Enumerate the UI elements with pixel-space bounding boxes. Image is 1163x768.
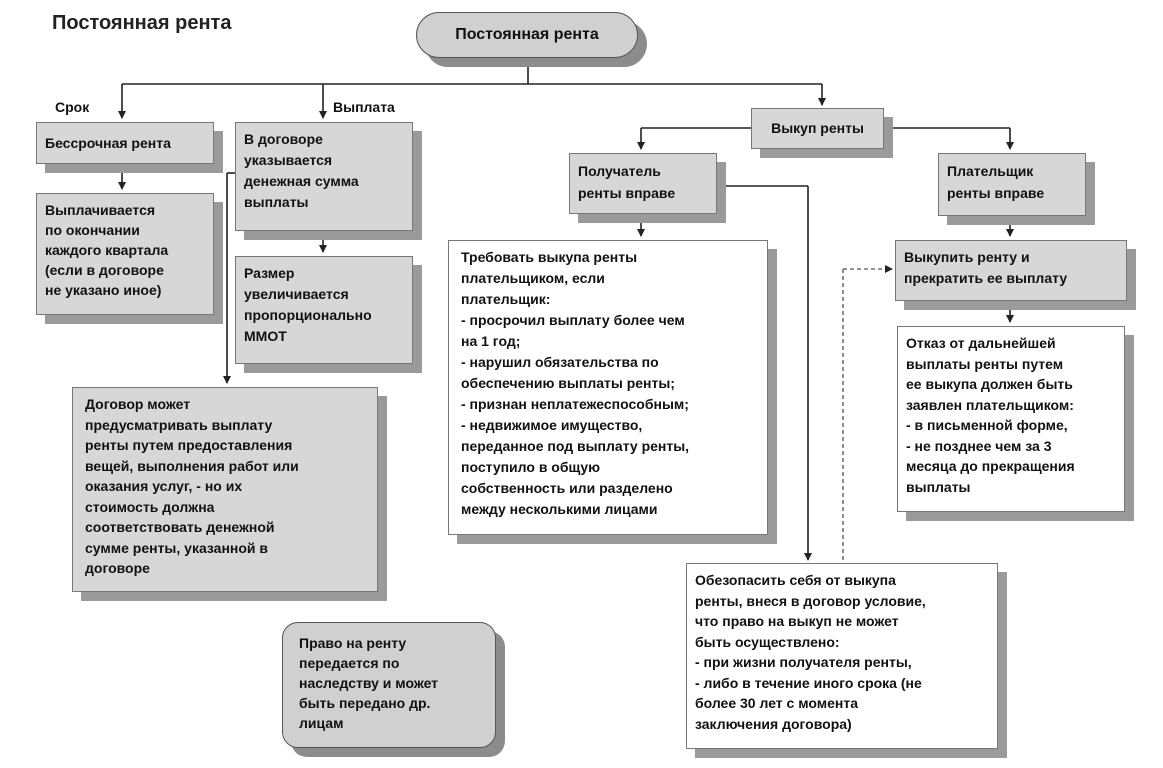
box-contract-sum: В договоре указывается денежная сумма вы… (235, 122, 413, 231)
page-title: Постоянная рента (52, 12, 232, 34)
box-refusal: Отказ от дальнейшей выплаты ренты путем … (897, 326, 1125, 512)
box-buyout: Выкуп ренты (751, 108, 884, 149)
box-redeem-rent: Выкупить ренту и прекратить ее выплату (895, 240, 1127, 301)
box-quarterly: Выплачивается по окончании каждого кварт… (36, 193, 214, 315)
box-recipient-rights: Получатель ренты вправе (569, 153, 717, 214)
box-payer-rights: Плательщик ренты вправе (938, 153, 1086, 216)
box-in-kind: Договор может предусматривать выплату ре… (72, 387, 378, 592)
box-inheritance: Право на ренту передается по наследству … (282, 622, 496, 748)
box-demand-buyout: Требовать выкупа ренты плательщиком, есл… (448, 240, 768, 535)
box-perpetual-rent: Бессрочная рента (36, 122, 214, 164)
root-node: Постоянная рента (416, 12, 638, 58)
box-size-grows: Размер увеличивается пропорционально ММО… (235, 256, 413, 364)
label-payment: Выплата (333, 99, 395, 115)
label-term: Срок (55, 99, 90, 115)
box-protect: Обезопасить себя от выкупа ренты, внеся … (686, 563, 998, 749)
